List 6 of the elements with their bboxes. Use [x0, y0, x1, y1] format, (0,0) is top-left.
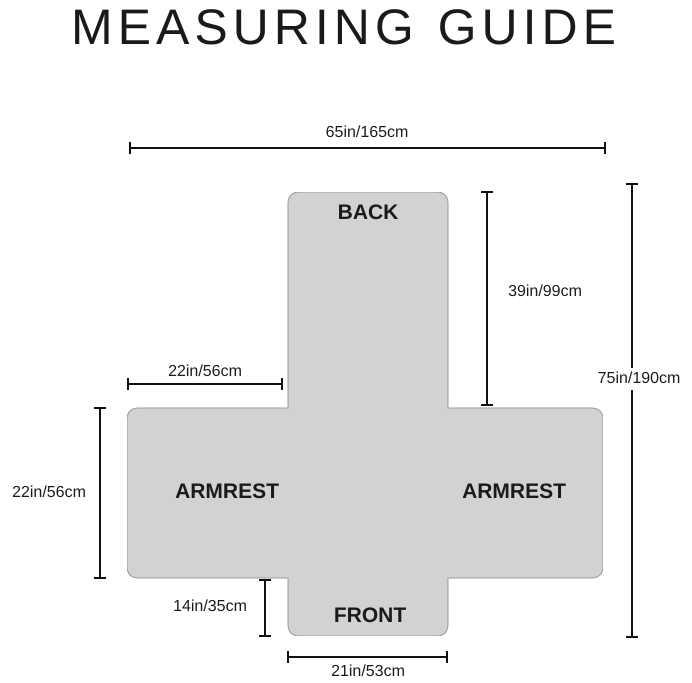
part-label: ARMREST [462, 480, 566, 504]
dimension-label: 75in/190cm [598, 368, 680, 390]
part-label: ARMREST [175, 480, 279, 504]
part-label: BACK [338, 201, 398, 225]
part-label: FRONT [334, 604, 406, 628]
title: MEASURING GUIDE [70, 0, 622, 54]
